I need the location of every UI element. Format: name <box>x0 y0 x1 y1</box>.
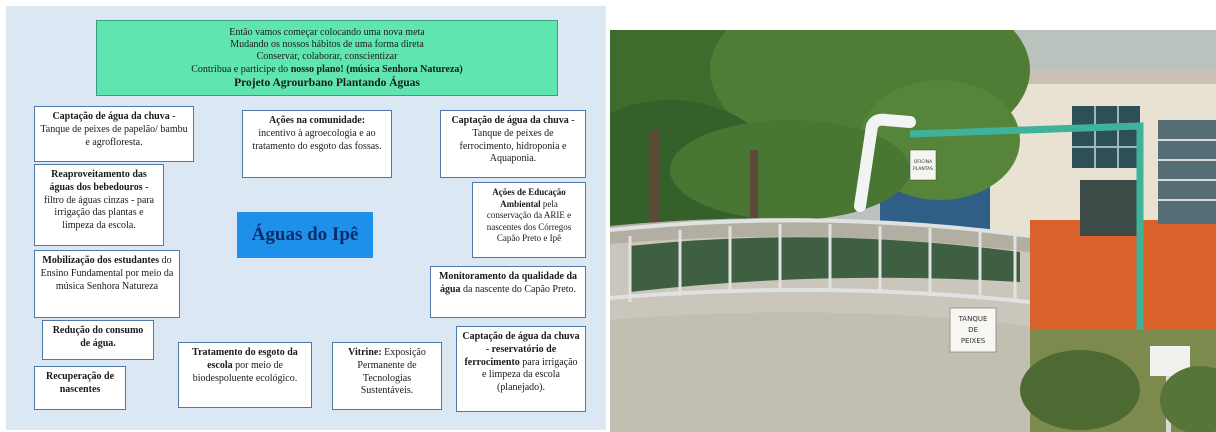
concept-diagram: Então vamos começar colocando uma nova m… <box>6 6 606 430</box>
center-title: Águas do Ipê <box>237 212 373 258</box>
node-recuperacao: Recuperação de nascentes <box>34 366 126 410</box>
tank-sign-line-2: DE <box>968 326 978 334</box>
node-reducao: Redução do consumo de água. <box>42 320 154 360</box>
node-captacao-left-text: Tanque de peixes de papelão/ bambu e agr… <box>40 123 188 148</box>
node-acoes-comunidade: Ações na comunidade: incentivo à agroeco… <box>242 110 392 178</box>
header-line-4-text: Contribua e participe do <box>191 63 289 75</box>
photo-illustration: OFICINA PLANTAS TANQU <box>610 30 1216 432</box>
tank-sign-line-3: PEIXES <box>961 337 986 345</box>
node-mobilizacao-bold: Mobilização dos estudantes <box>42 255 160 266</box>
node-vitrine-bold: Vitrine: <box>348 347 382 358</box>
tank-sign: TANQUE DE PEIXES <box>949 307 997 353</box>
white-pipe <box>854 113 916 212</box>
node-vitrine: Vitrine: Exposição Permanente de Tecnolo… <box>332 342 442 410</box>
header-box: Então vamos começar colocando uma nova m… <box>96 20 558 96</box>
building-window <box>1072 106 1140 168</box>
green-pipe <box>909 122 1144 340</box>
fish-tank-photo: OFICINA PLANTAS TANQU <box>610 30 1216 432</box>
node-vitrine-text: Exposição Permanente de Tecnologias Sust… <box>357 347 426 397</box>
node-captacao-right-bold: Captação de água da chuva <box>451 115 569 126</box>
poster-board <box>1080 180 1140 236</box>
node-reaproveitamento-text: - filtro de águas cinzas - para irrigaçã… <box>43 181 155 232</box>
node-captacao-left-bold: Captação de água da chuva - <box>52 111 176 122</box>
bushes <box>1020 350 1140 430</box>
node-educacao-ambiental: Ações de Educação Ambiental pela conserv… <box>472 182 586 258</box>
node-monitoramento-bold: Monitoramento da qualidade da água <box>438 271 578 295</box>
header-line-4: Contribua e participe do nosso plano! (m… <box>97 64 557 76</box>
node-captacao-reservatorio: Captação de água da chuva - reservatório… <box>456 326 586 412</box>
node-recuperacao-bold: Recuperação de nascentes <box>45 371 115 395</box>
small-sign <box>909 149 937 181</box>
tank-rail-posts <box>628 224 1017 302</box>
node-monitoramento-text: da nascente do Capão Preto. <box>463 283 577 295</box>
node-acoes-comunidade-text: incentivo à agroecologia e ao tratamento… <box>252 127 382 152</box>
tank-rail <box>610 218 1031 304</box>
node-reaproveitamento-bold: Reaproveitamento das águas dos bebedouro… <box>49 169 147 193</box>
node-mobilizacao-text: do Ensino Fundamental por meio da música… <box>40 255 174 292</box>
tank-sign-line-1: TANQUE <box>958 315 988 323</box>
project-title: Projeto Agrourbano Plantando Águas <box>234 76 420 89</box>
header-line-4-bold: nosso plano! (música Senhora Natureza) <box>290 63 463 75</box>
node-acoes-comunidade-bold: Ações na comunidade: <box>268 115 366 126</box>
small-sign-line-1: OFICINA <box>914 159 933 165</box>
node-tratamento: Tratamento do esgoto da escola por meio … <box>178 342 312 408</box>
node-captacao-right: Captação de água da chuva - Tanque de pe… <box>440 110 586 178</box>
node-mobilizacao: Mobilização dos estudantes do Ensino Fun… <box>34 250 180 318</box>
node-reaproveitamento: Reaproveitamento das águas dos bebedouro… <box>34 164 164 246</box>
orange-wall <box>1030 220 1216 330</box>
node-captacao-right-text: - Tanque de peixes de ferrocimento, hidr… <box>459 115 575 165</box>
node-educacao-ambiental-bold: Ações de Educação Ambiental <box>492 187 566 209</box>
header-line-3: Conservar, colaborar, conscientizar <box>256 51 398 63</box>
header-line-2: Mudando os nossos hábitos de uma forma d… <box>230 39 424 51</box>
node-captacao-reservatorio-bold: Captação de água da chuva - reservatório… <box>462 331 580 368</box>
header-line-1: Então vamos começar colocando uma nova m… <box>229 27 425 38</box>
node-captacao-left: Captação de água da chuva - Tanque de pe… <box>34 106 194 162</box>
node-monitoramento: Monitoramento da qualidade da água da na… <box>430 266 586 318</box>
node-educacao-ambiental-text: pela conservação da ARIE e nascentes dos… <box>486 198 572 244</box>
node-reducao-bold: Redução do consumo de água. <box>52 325 144 349</box>
node-tratamento-text: por meio de biodespoluente ecológico. <box>192 359 298 384</box>
small-sign-line-2: PLANTAS <box>913 166 933 172</box>
building-window-2 <box>1158 120 1216 224</box>
node-captacao-reservatorio-text: para irrigação e limpeza da escola (plan… <box>481 356 578 394</box>
node-tratamento-bold: Tratamento do esgoto da escola <box>192 347 298 371</box>
